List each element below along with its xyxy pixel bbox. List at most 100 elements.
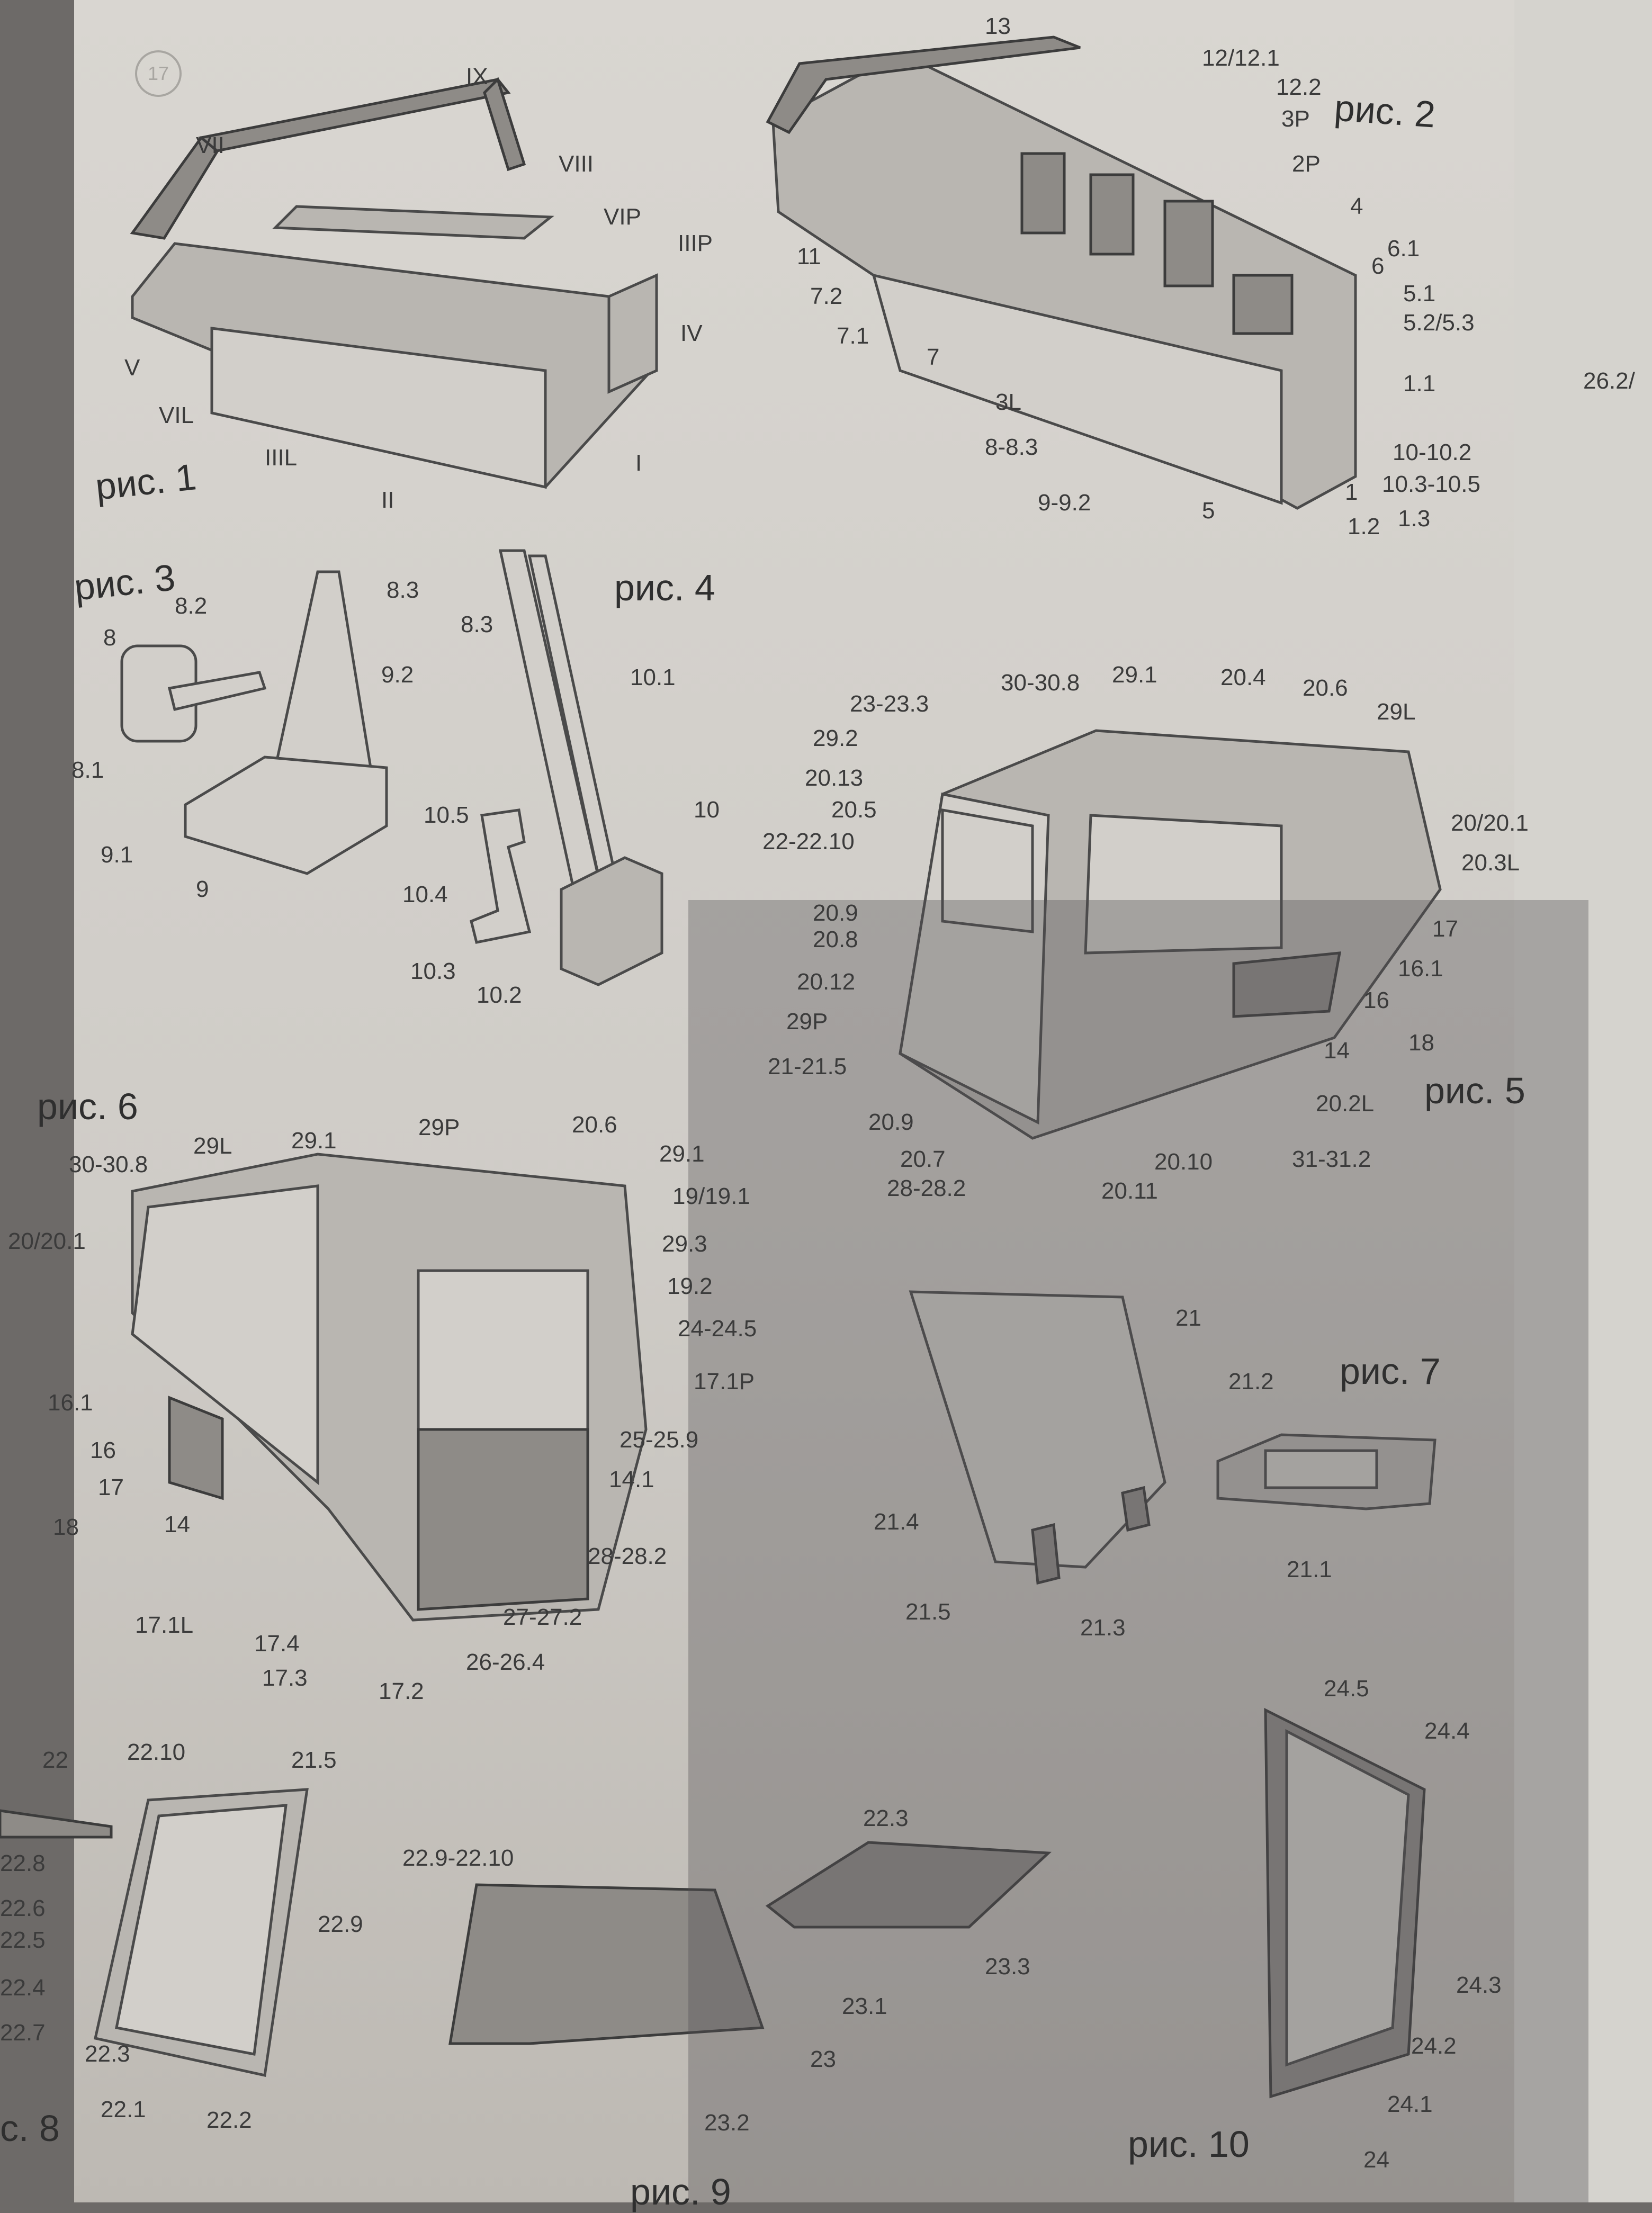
callout: 10.4 [402, 881, 448, 907]
callout: 24.4 [1424, 1718, 1470, 1744]
callout: 19.2 [667, 1273, 713, 1299]
fig1-drawing [130, 77, 658, 489]
callout: 8-8.3 [985, 434, 1038, 460]
fig7-drawing [909, 1290, 1436, 1585]
callout: 22.1 [101, 2097, 146, 2122]
callout: 20.13 [805, 765, 864, 791]
callout: 28-28.2 [887, 1175, 966, 1201]
photo-shadow [688, 900, 1588, 2202]
callout: 7 [927, 344, 940, 370]
callout: 11 [797, 244, 821, 269]
callout: 1 [1345, 479, 1358, 505]
callout: 29P [418, 1114, 460, 1140]
callout: IX [466, 64, 488, 89]
callout: 20.9 [868, 1109, 914, 1135]
fig2-caption: рис. 2 [1333, 87, 1437, 136]
callout: 9 [196, 876, 209, 902]
callout: 21 [1175, 1305, 1201, 1331]
callout: 16 [1363, 987, 1389, 1013]
callout: 30-30.8 [69, 1152, 148, 1177]
callout: 17.1L [135, 1612, 194, 1638]
callout: 21.3 [1080, 1615, 1126, 1641]
callout: 24.5 [1324, 1676, 1369, 1702]
callout: 10-10.2 [1393, 439, 1472, 465]
callout: 20.10 [1154, 1149, 1213, 1175]
callout: 8 [103, 625, 116, 651]
fig9-caption: рис. 9 [630, 2171, 731, 2212]
callout: 23.1 [842, 1993, 887, 2019]
callout: 19/19.1 [672, 1183, 750, 1209]
callout: 27-27.2 [503, 1604, 582, 1630]
callout: 26.2/ [1583, 368, 1635, 394]
callout: 10 [694, 797, 720, 823]
callout: 29.1 [291, 1128, 337, 1154]
callout: 16.1 [48, 1390, 93, 1416]
callout: 31-31.2 [1292, 1146, 1371, 1172]
callout: 20/20.1 [8, 1228, 86, 1254]
callout: 21.1 [1287, 1557, 1332, 1582]
callout: 16 [90, 1437, 116, 1463]
callout: 24.3 [1456, 1972, 1502, 1998]
page-number: 17 [135, 50, 182, 97]
callout: 20.11 [1101, 1178, 1158, 1204]
fig3-drawing [120, 570, 388, 875]
callout: 12/12.1 [1202, 45, 1280, 71]
callout: 23-23.3 [850, 691, 929, 717]
callout: 17.1P [694, 1369, 755, 1395]
callout: 30-30.8 [1001, 670, 1080, 696]
callout: 22 [42, 1747, 68, 1773]
callout: 5 [1202, 498, 1215, 524]
callout: 29.1 [1112, 662, 1157, 688]
callout: 20.2L [1316, 1091, 1375, 1117]
callout: 14 [1324, 1038, 1350, 1064]
callout: 8.1 [71, 757, 104, 783]
callout: 9.2 [381, 662, 414, 688]
fig4-caption: рис. 4 [614, 567, 715, 608]
callout: VII [196, 132, 225, 158]
callout: 17.4 [254, 1631, 300, 1657]
callout: 22.3 [863, 1805, 909, 1831]
callout: 12.2 [1276, 74, 1322, 100]
callout: 7.2 [810, 283, 843, 309]
callout: 21-21.5 [768, 1054, 847, 1079]
callout: V [124, 355, 140, 381]
callout: 2P [1292, 151, 1321, 177]
fig5-drawing [899, 729, 1442, 1140]
callout: 17.2 [379, 1678, 424, 1704]
callout: 10.1 [630, 664, 676, 690]
callout: 20.4 [1220, 664, 1266, 690]
callout: VIII [559, 151, 594, 177]
callout: 9-9.2 [1038, 490, 1091, 516]
fig2-drawing [766, 35, 1357, 510]
callout: 22.4 [0, 1975, 46, 2001]
callout: 20.6 [1303, 675, 1348, 701]
callout: 5.1 [1403, 281, 1436, 307]
callout: II [381, 487, 394, 513]
callout: VIL [159, 402, 194, 428]
callout: 10.3 [410, 958, 456, 984]
callout: 1.3 [1398, 506, 1431, 532]
callout: 23 [810, 2046, 836, 2072]
callout: 17 [1432, 916, 1458, 942]
callout: 7.1 [837, 323, 869, 349]
callout: 29.2 [813, 725, 858, 751]
callout: 10.2 [477, 982, 522, 1008]
callout: 1.2 [1348, 514, 1380, 539]
callout: 6 [1371, 253, 1385, 279]
callout: 5.2/5.3 [1403, 310, 1475, 336]
callout: 20.7 [900, 1146, 946, 1172]
callout: 8.2 [175, 593, 208, 619]
callout: 20.9 [813, 900, 858, 926]
callout: 22-22.10 [762, 829, 855, 854]
callout: 23.3 [985, 1954, 1030, 1980]
callout: 22.9-22.10 [402, 1845, 514, 1871]
callout: 23.2 [704, 2110, 750, 2136]
callout: 21.5 [905, 1599, 951, 1625]
fig6-drawing [131, 1153, 648, 1622]
callout: 20.6 [572, 1112, 617, 1138]
fig9-drawing [448, 1841, 1052, 2045]
callout: 16.1 [1398, 956, 1443, 982]
callout: 24.1 [1387, 2091, 1433, 2117]
callout: 29.3 [662, 1231, 707, 1257]
